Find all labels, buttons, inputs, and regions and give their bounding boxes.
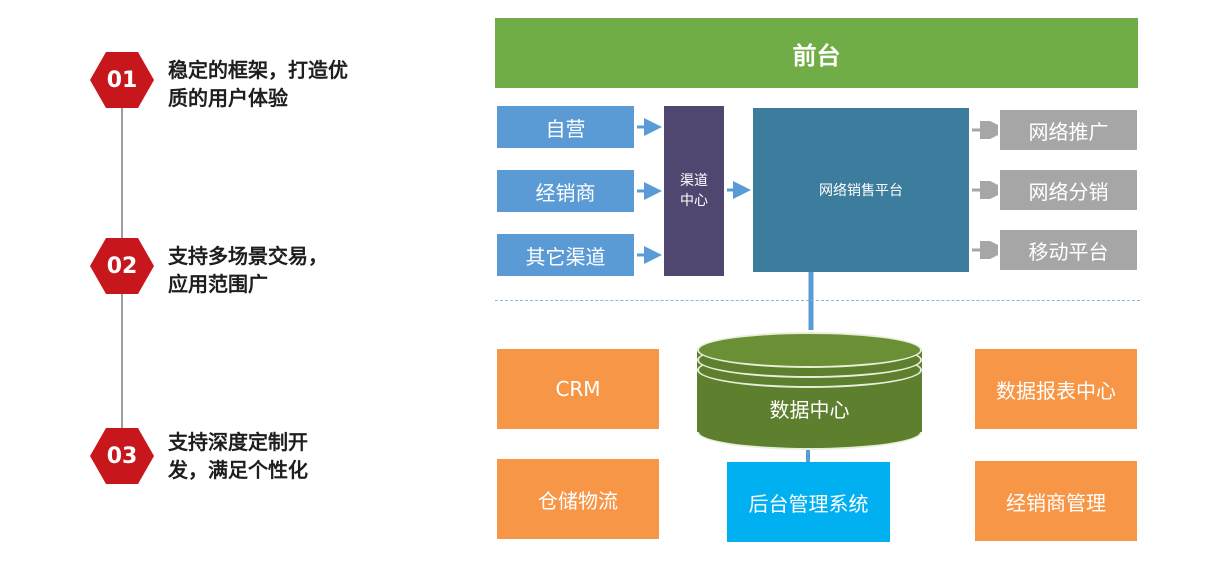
online-sales-platform: 网络销售平台 [753, 108, 969, 272]
feature-01-line1: 稳定的框架，打造优 [168, 58, 348, 82]
output-online-distribution: 网络分销 [1000, 170, 1137, 210]
feature-text-03: 支持深度定制开 发，满足个性化 [168, 428, 398, 484]
channel-other: 其它渠道 [497, 234, 634, 276]
feature-badge-03: 03 [90, 428, 154, 484]
module-warehouse-logistics: 仓储物流 [497, 459, 659, 539]
channel-self-operated: 自营 [497, 106, 634, 148]
feature-02-line2: 应用范围广 [168, 272, 268, 296]
channel-center: 渠道 中心 [664, 106, 724, 276]
feature-03-line2: 发，满足个性化 [168, 458, 308, 482]
output-online-promotion: 网络推广 [1000, 110, 1137, 150]
data-center-label: 数据中心 [769, 398, 850, 422]
module-backend-management: 后台管理系统 [727, 462, 890, 542]
feature-03-line1: 支持深度定制开 [168, 430, 308, 454]
feature-text-02: 支持多场景交易， 应用范围广 [168, 242, 398, 298]
feature-text-01: 稳定的框架，打造优 质的用户体验 [168, 56, 398, 112]
module-report-center: 数据报表中心 [975, 349, 1137, 429]
module-crm: CRM [497, 349, 659, 429]
cylinder-top [697, 332, 922, 368]
data-center-cylinder: 数据中心 [697, 330, 922, 450]
feature-01-line2: 质的用户体验 [168, 86, 288, 110]
feature-02-line1: 支持多场景交易， [168, 244, 328, 268]
layer-divider [495, 300, 1140, 301]
front-end-bar: 前台 [495, 18, 1138, 88]
channel-center-line1: 渠道 [680, 173, 708, 189]
output-mobile-platform: 移动平台 [1000, 230, 1137, 270]
channel-center-line2: 中心 [680, 193, 708, 209]
module-dealer-management: 经销商管理 [975, 461, 1137, 541]
channel-dealer: 经销商 [497, 170, 634, 212]
